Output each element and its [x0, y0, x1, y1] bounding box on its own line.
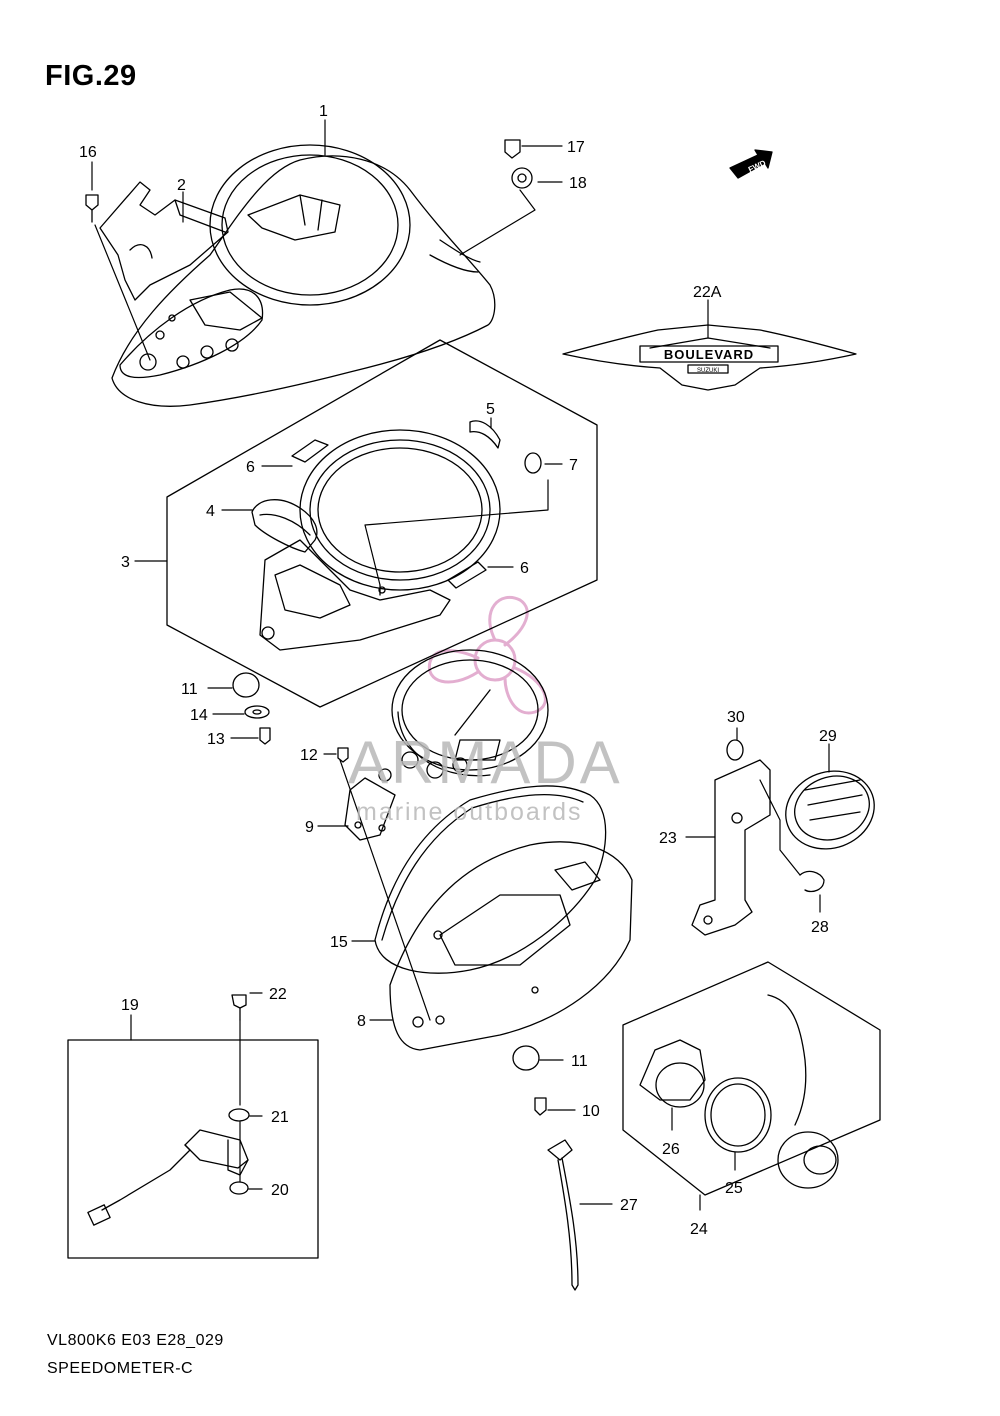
callout-23: 23 [659, 830, 677, 847]
callout-1: 1 [319, 103, 328, 120]
callout-leader-lines [91, 119, 830, 1211]
callout-28: 28 [811, 919, 829, 936]
part-7-grommet [524, 452, 542, 474]
part-19-group-box [67, 1039, 319, 1259]
callout-19: 19 [121, 997, 139, 1014]
fwd-arrow-icon [729, 149, 773, 179]
callout-6-lower: 6 [520, 560, 529, 577]
part-23-bracket [691, 759, 771, 936]
callout-26: 26 [662, 1141, 680, 1158]
callout-15: 15 [330, 934, 348, 951]
part-6-cushions [291, 439, 487, 589]
part-5-clip [469, 420, 501, 449]
part-15-gasket [374, 785, 607, 974]
callout-7: 7 [569, 457, 578, 474]
part-22a-emblem [562, 324, 857, 391]
part-3-inner-case [259, 429, 501, 651]
callout-10: 10 [582, 1103, 600, 1120]
part-25-ring [704, 1077, 772, 1153]
part-9-plate [344, 777, 396, 841]
callout-30: 30 [727, 709, 745, 726]
callout-29: 29 [819, 728, 837, 745]
part-27-cable-tie [547, 1139, 579, 1291]
emblem-text: BOULEVARD [664, 347, 754, 362]
part-17-bolt [504, 139, 521, 159]
part-26-rotor [639, 1039, 706, 1108]
part-18-collar [511, 167, 533, 189]
callout-8: 8 [357, 1013, 366, 1030]
emblem-small-text: SUZUKI [697, 368, 719, 374]
callout-21: 21 [271, 1109, 289, 1126]
callout-6-upper: 6 [246, 459, 255, 476]
callout-22a: 22A [693, 284, 722, 301]
part-24-group-box [622, 961, 881, 1196]
part-16-screw [85, 194, 99, 223]
watermark-title: ARMADA [348, 729, 623, 796]
callout-4: 4 [206, 503, 215, 520]
part-4-light-lens [251, 499, 318, 553]
part-2-bracket [99, 181, 229, 301]
model-code: VL800K6 E03 E28_029 [47, 1332, 224, 1349]
section-name: SPEEDOMETER-C [47, 1360, 194, 1377]
part-10-screw [534, 1097, 547, 1116]
callout-11-upper: 11 [181, 681, 198, 698]
callout-18: 18 [569, 175, 587, 192]
part-1-meter-cover [111, 144, 496, 407]
part-3-group-box [166, 339, 598, 708]
callout-14: 14 [190, 707, 208, 724]
callout-2: 2 [177, 177, 186, 194]
callout-labels: 1 2 3 4 5 6 6 7 8 9 10 11 11 12 13 14 15… [79, 103, 837, 1238]
callout-5: 5 [486, 401, 495, 418]
callout-24: 24 [690, 1221, 708, 1238]
callout-25: 25 [725, 1180, 743, 1197]
part-21-22-20-fasteners [228, 994, 250, 1195]
callout-13: 13 [207, 731, 225, 748]
callout-16: 16 [79, 144, 97, 161]
part-19-speed-sensor [87, 1129, 249, 1226]
part-11-grommet-upper [232, 672, 260, 698]
callout-27: 27 [620, 1197, 638, 1214]
callout-22: 22 [269, 986, 287, 1003]
propeller-logo-icon [427, 595, 547, 715]
callout-11-lower: 11 [571, 1053, 588, 1070]
part-8-lower-case [389, 841, 633, 1051]
part-14-washer [244, 705, 270, 719]
callout-20: 20 [271, 1182, 289, 1199]
callout-12: 12 [300, 747, 318, 764]
watermark-subtitle: marine outboards [356, 798, 583, 826]
part-13-screw [259, 727, 271, 745]
part-29-reflector [785, 770, 875, 850]
part-11-grommet-lower [512, 1045, 540, 1071]
callout-9: 9 [305, 819, 314, 836]
callout-17: 17 [567, 139, 585, 156]
figure-title: FIG.29 [45, 60, 137, 92]
speedometer-gauge [378, 649, 549, 782]
part-28-30-clip-nut [726, 739, 825, 893]
callout-3: 3 [121, 554, 130, 571]
part-12-screw [337, 747, 349, 763]
part-24-sensor-assy [767, 994, 839, 1189]
